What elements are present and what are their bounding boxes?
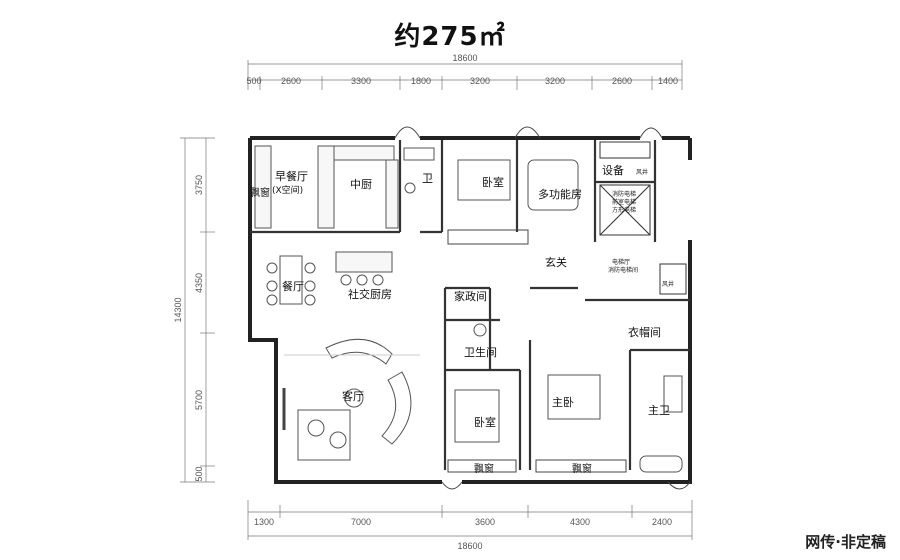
top-dimension-lines xyxy=(247,60,683,90)
bath-fixtures xyxy=(403,147,683,473)
bottom-segment-dims: 1300 7000 3600 4300 2400 xyxy=(254,517,672,527)
left-dimension-lines xyxy=(180,137,215,483)
dim-text: 4350 xyxy=(194,273,204,293)
tiny-label: 前室电梯 xyxy=(612,198,636,206)
room-master-bed-label: 主卧 xyxy=(552,396,574,409)
dim-text: 3750 xyxy=(194,175,204,195)
dim-text: 4300 xyxy=(570,517,590,527)
room-labels: 早餐厅 (X空间) 飘窗 中厨 卫 卧室 多功能房 设备 玄关 餐厅 社交厨房 … xyxy=(250,163,670,475)
dining-table xyxy=(266,255,384,306)
dim-text: 1400 xyxy=(658,76,678,86)
room-bathroom-label: 卫生间 xyxy=(464,345,497,359)
kitchen-counters xyxy=(254,145,399,273)
dim-text: 5700 xyxy=(194,390,204,410)
room-cloakroom-label: 衣帽间 xyxy=(628,325,661,339)
small-labels: 风井 消防电梯 前室电梯 方形电梯 电梯厅 消防电梯间 风井 xyxy=(608,168,674,288)
watermark-text: 网传·非定稿 xyxy=(805,533,886,551)
room-breakfast-sub-label: (X空间) xyxy=(272,184,303,196)
left-total-dim: 14300 xyxy=(173,297,183,322)
dim-text: 3200 xyxy=(545,76,565,86)
dim-text: 500 xyxy=(246,76,261,86)
tiny-label: 消防电梯 xyxy=(612,190,636,198)
room-social-kitchen-label: 社交厨房 xyxy=(348,287,392,301)
room-multi-label: 多功能房 xyxy=(538,187,582,201)
room-bedroom-top-label: 卧室 xyxy=(482,175,504,189)
room-bedroom-mid-label: 卧室 xyxy=(474,415,496,429)
tiny-label: 方形电梯 xyxy=(612,206,636,214)
room-master-bath-label: 主卫 xyxy=(648,404,670,417)
dim-text: 3600 xyxy=(475,517,495,527)
tiny-label: 电梯厅 xyxy=(612,258,630,266)
top-total-dim: 18600 xyxy=(452,53,477,63)
dim-text: 3300 xyxy=(351,76,371,86)
room-toilet-label: 卫 xyxy=(422,172,433,185)
title-unit: ㎡ xyxy=(478,22,506,52)
room-equipment-label: 设备 xyxy=(602,163,624,177)
room-breakfast-label: 早餐厅 xyxy=(275,169,308,183)
room-housekeeping-label: 家政间 xyxy=(454,289,487,303)
interior-walls xyxy=(250,140,690,470)
dim-text: 3200 xyxy=(470,76,490,86)
windows xyxy=(282,126,691,490)
dim-text: 1800 xyxy=(411,76,431,86)
dim-text: 2400 xyxy=(652,517,672,527)
bottom-total-dim: 18600 xyxy=(457,541,482,551)
room-living-label: 客厅 xyxy=(342,389,364,403)
dim-text: 7000 xyxy=(351,517,371,527)
tiny-label: 消防电梯间 xyxy=(608,266,638,274)
room-kitchen-label: 中厨 xyxy=(350,178,372,191)
top-segment-dims: 500 2600 3300 1800 3200 3200 2600 1400 xyxy=(246,76,678,86)
room-bay1-label: 飘窗 xyxy=(474,462,494,475)
dim-text: 2600 xyxy=(281,76,301,86)
room-dining-label: 餐厅 xyxy=(282,279,304,293)
room-foyer-label: 玄关 xyxy=(545,255,567,269)
bottom-dimension-lines xyxy=(247,500,693,540)
elevator-core xyxy=(599,141,687,295)
tiny-label: 风井 xyxy=(662,280,674,288)
room-bay-window-label: 飘窗 xyxy=(250,186,270,199)
living-sofa xyxy=(284,338,420,461)
page-title: 约275㎡ xyxy=(394,22,506,52)
dim-text: 1300 xyxy=(254,517,274,527)
exterior-walls xyxy=(248,136,692,484)
beds xyxy=(454,159,601,443)
dim-text: 2600 xyxy=(612,76,632,86)
room-bay2-label: 飘窗 xyxy=(572,462,592,475)
dim-text: 500 xyxy=(194,466,204,481)
tiny-label: 风井 xyxy=(636,168,648,176)
